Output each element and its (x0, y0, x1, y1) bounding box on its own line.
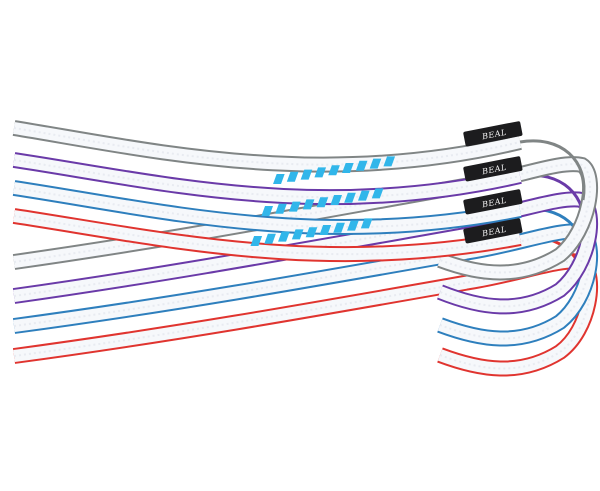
cyan-pattern-blocks (250, 156, 396, 246)
cyan-pattern-mark (369, 158, 382, 169)
gray-sling-loop-edge (519, 139, 586, 201)
gray-sling-front-strand (12, 120, 522, 173)
cyan-pattern-mark (360, 218, 373, 229)
brand-tag-gray: BEAL (463, 121, 523, 147)
cyan-pattern-mark (330, 195, 343, 205)
brand-tags: BEAL BEAL BEAL BEAL (463, 121, 523, 244)
cyan-pattern-mark (305, 227, 318, 238)
brand-tag-blue: BEAL (463, 189, 523, 215)
cyan-pattern-mark (355, 160, 368, 171)
purple-sling-front-strand (12, 152, 522, 206)
blue-sling-back-strand (12, 223, 599, 347)
cyan-pattern-mark (291, 229, 304, 240)
purple-sling-back-strand (12, 191, 599, 315)
cyan-pattern-mark (342, 163, 354, 173)
cyan-pattern-mark (288, 201, 301, 212)
brand-tag-purple: BEAL (463, 156, 523, 182)
gray-sling-back-strand (12, 156, 599, 281)
cyan-pattern-mark (286, 171, 299, 182)
cyan-pattern-mark (319, 225, 332, 235)
cyan-pattern-mark (300, 169, 313, 180)
cyan-pattern-mark (302, 199, 315, 210)
cyan-pattern-mark (273, 174, 285, 184)
cyan-pattern-mark (383, 156, 396, 167)
cyan-pattern-mark (357, 190, 370, 201)
blue-sling-front-strand (12, 180, 522, 236)
cyan-pattern-mark (371, 188, 384, 199)
brand-tag-red: BEAL (463, 218, 523, 244)
cyan-pattern-mark (333, 222, 345, 233)
cyan-pattern-mark (278, 231, 290, 242)
cyan-pattern-mark (328, 165, 340, 176)
sling-back-strands (12, 139, 599, 377)
cyan-pattern-mark (250, 236, 263, 246)
cyan-pattern-mark (275, 203, 287, 214)
cyan-pattern-mark (314, 167, 327, 178)
cyan-pattern-mark (347, 220, 359, 231)
cyan-pattern-mark (264, 233, 276, 244)
sling-front-strands (12, 120, 522, 263)
cyan-pattern-mark (261, 206, 274, 216)
cyan-pattern-mark (316, 197, 329, 208)
red-sling-front-strand (12, 208, 522, 263)
cyan-pattern-mark (344, 192, 356, 203)
